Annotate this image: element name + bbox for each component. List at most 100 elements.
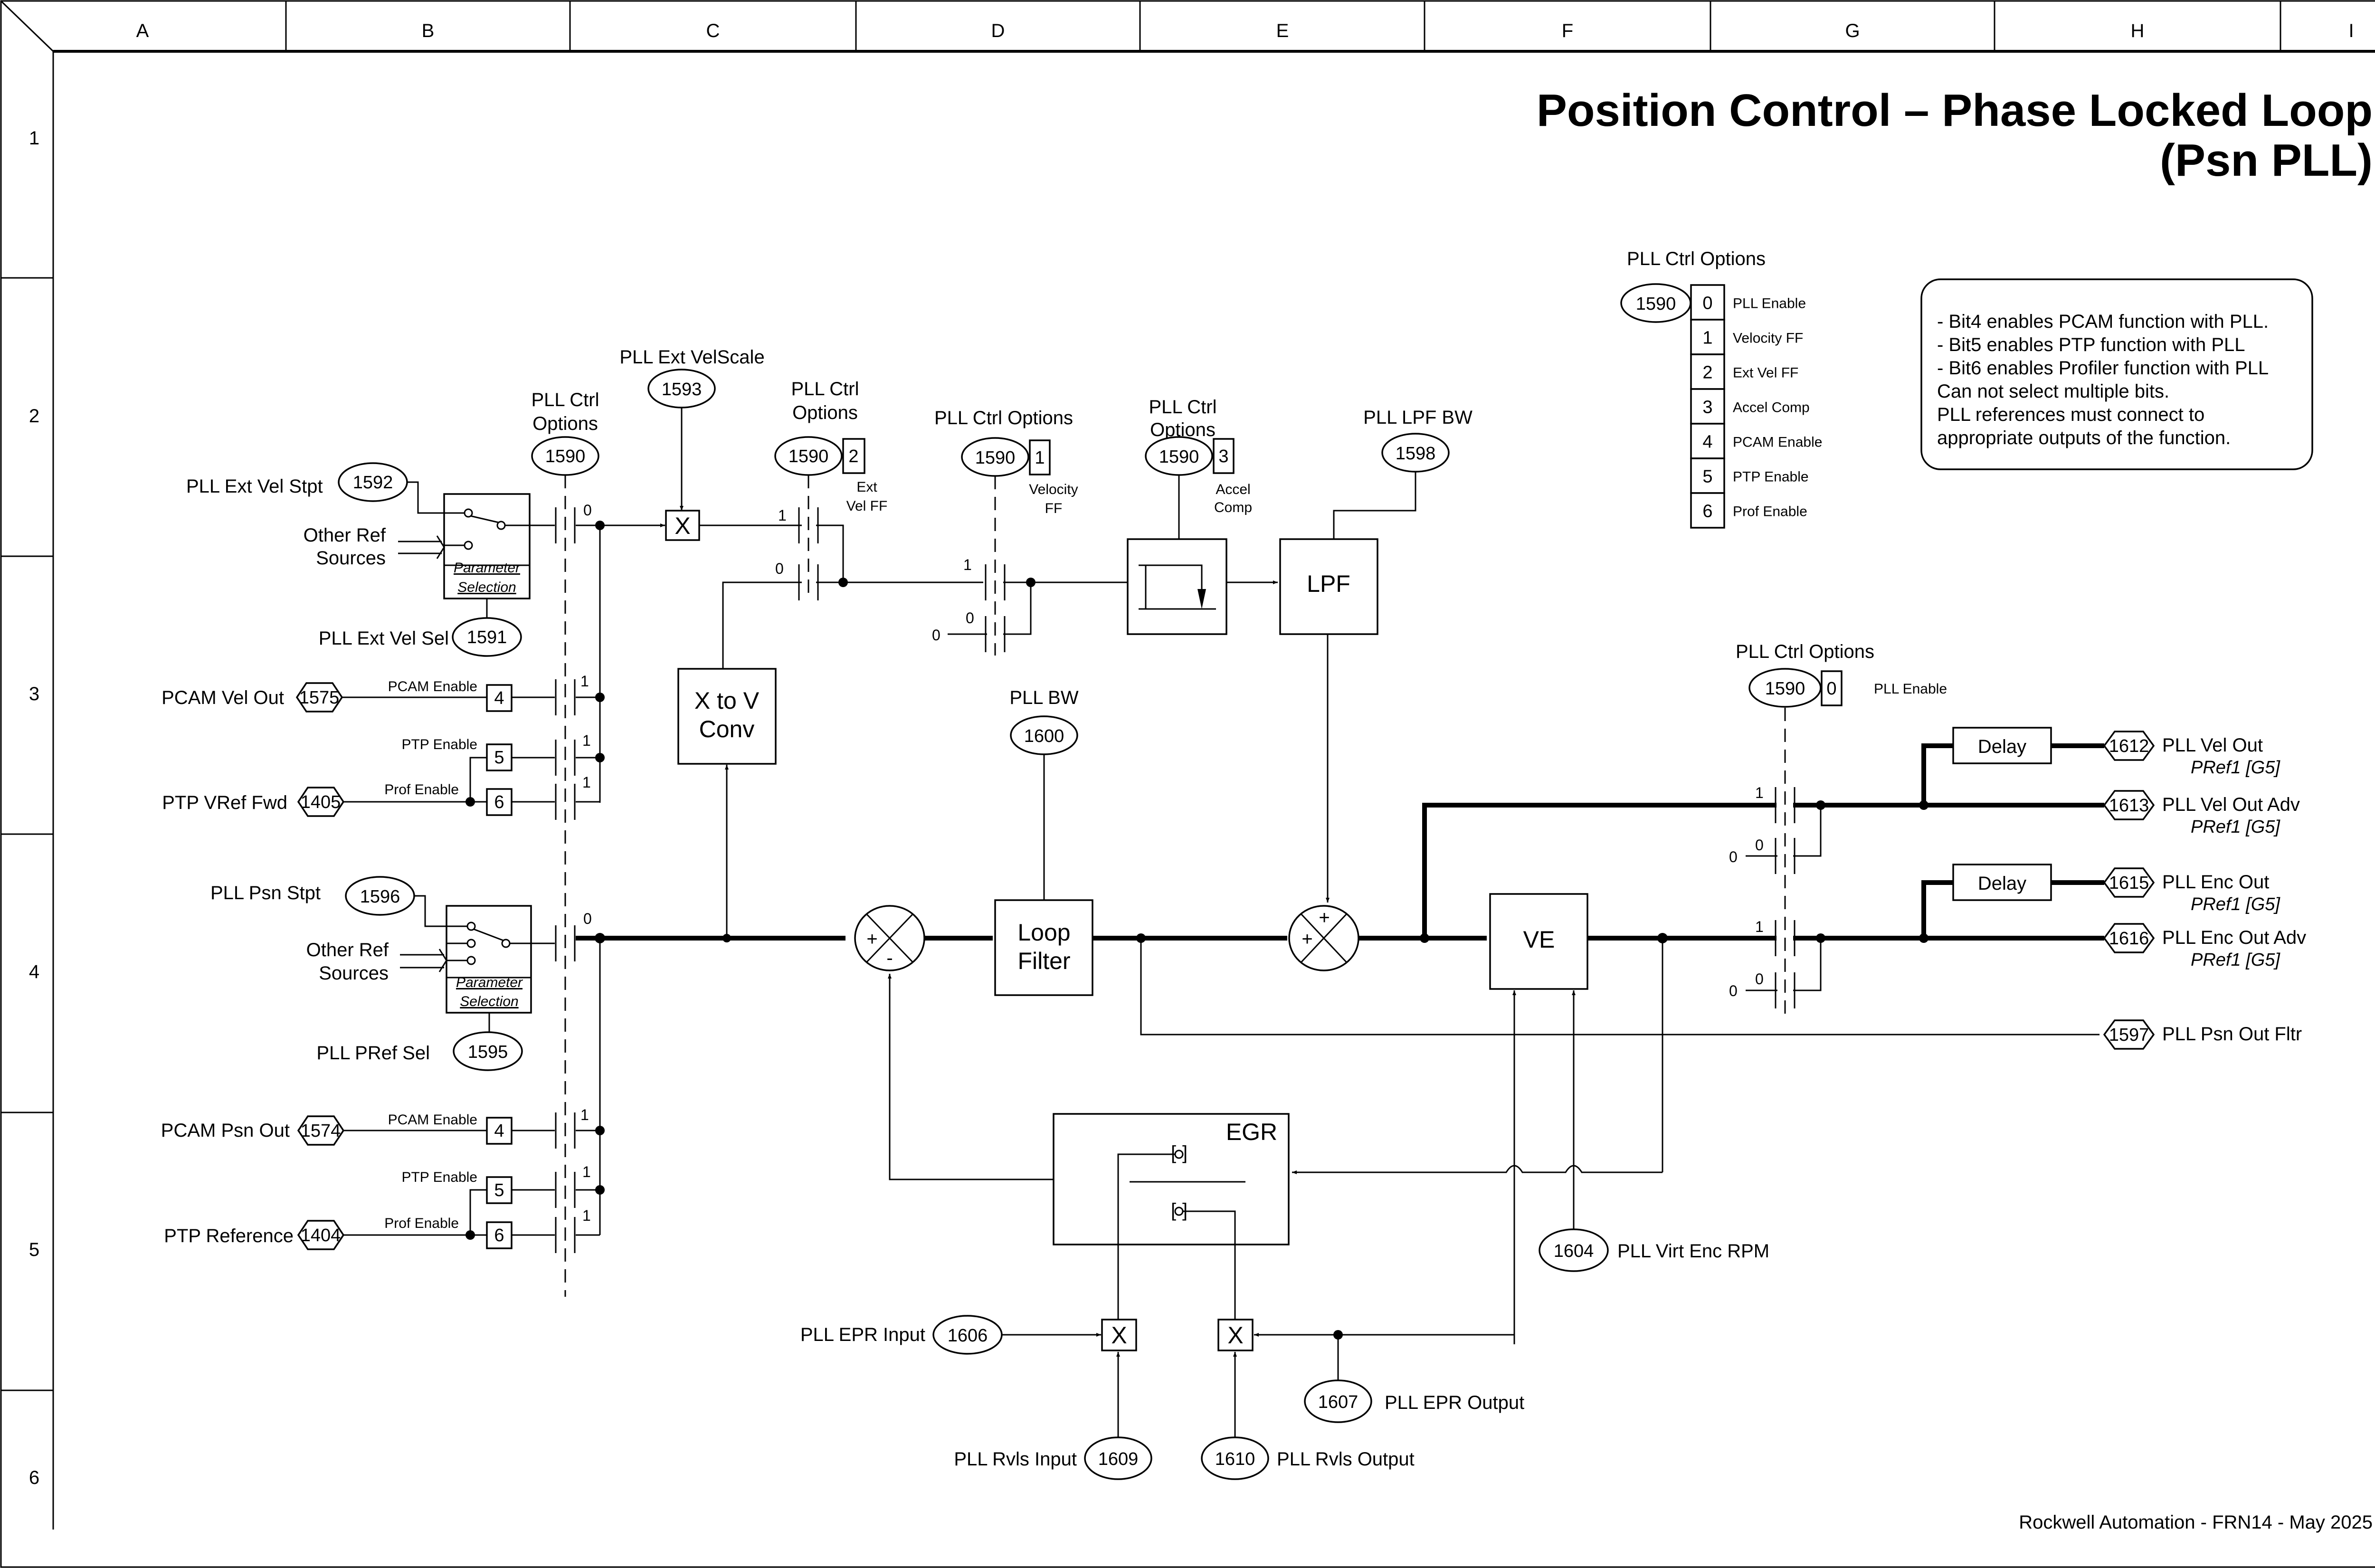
- svg-text:PLL Virt Enc RPM: PLL Virt Enc RPM: [1617, 1241, 1769, 1262]
- svg-text:Options: Options: [532, 413, 598, 434]
- svg-text:1: 1: [1755, 918, 1764, 935]
- output-param[interactable]: 1612: [2109, 736, 2149, 756]
- grid-col-label: H: [2131, 20, 2145, 41]
- param-1593[interactable]: 1593: [662, 380, 702, 399]
- ext-vel-sel: PLL Ext Vel Sel 1591: [319, 617, 522, 657]
- svg-text:1: 1: [1755, 784, 1764, 801]
- svg-text:Vel FF: Vel FF: [846, 498, 888, 514]
- svg-text:Prof Enable: Prof Enable: [384, 782, 459, 798]
- note-line: appropriate outputs of the function.: [1937, 428, 2231, 448]
- param-1592[interactable]: 1592: [353, 473, 393, 493]
- egr-numerator-glyph: [: [1171, 1142, 1176, 1163]
- svg-text:X: X: [1227, 1322, 1243, 1349]
- param-1600[interactable]: 1600: [1024, 726, 1064, 746]
- legend-bit-number: 3: [1702, 398, 1712, 418]
- svg-text:6: 6: [494, 792, 504, 812]
- svg-text:PLL Ctrl Options: PLL Ctrl Options: [934, 408, 1073, 428]
- grid-row-label: 6: [29, 1467, 39, 1488]
- svg-text:PTP Enable: PTP Enable: [401, 737, 477, 752]
- svg-text:1: 1: [778, 507, 787, 524]
- svg-text:0: 0: [1729, 982, 1738, 999]
- param-1574[interactable]: 1574: [301, 1121, 341, 1141]
- pcam-psn-out: PCAM Psn Out 1574 PCAM Enable 4 1: [161, 1106, 605, 1146]
- svg-text:Sources: Sources: [316, 548, 386, 569]
- svg-text:PLL Ext Vel Sel: PLL Ext Vel Sel: [319, 628, 449, 649]
- output-param[interactable]: 1597: [2109, 1025, 2149, 1045]
- svg-text:PLL Ctrl: PLL Ctrl: [531, 390, 599, 410]
- param-1596[interactable]: 1596: [360, 887, 400, 907]
- switch-contact: [555, 740, 576, 776]
- grid-row-label: 1: [29, 128, 39, 149]
- ext-vel-multiply: X: [665, 510, 700, 541]
- svg-text:PLL Ctrl: PLL Ctrl: [1149, 397, 1216, 418]
- svg-text:Filter: Filter: [1017, 948, 1070, 974]
- legend-bit-number: 6: [1702, 502, 1712, 522]
- multiply-epr-output: X: [1217, 1319, 1254, 1351]
- legend-bit-number: 1: [1702, 328, 1712, 348]
- param-1606[interactable]: 1606: [948, 1326, 988, 1346]
- svg-text:0: 0: [775, 560, 784, 577]
- grid-col-label: I: [2348, 20, 2354, 41]
- param-1598[interactable]: 1598: [1396, 444, 1436, 464]
- summing-junction-2: + +: [1288, 905, 1359, 971]
- svg-text:PCAM Vel Out: PCAM Vel Out: [162, 687, 284, 708]
- svg-text:PLL BW: PLL BW: [1009, 687, 1078, 708]
- param-1595[interactable]: 1595: [468, 1042, 508, 1062]
- param-1610[interactable]: 1610: [1215, 1449, 1255, 1469]
- svg-text:PTP Enable: PTP Enable: [401, 1169, 477, 1185]
- svg-text:+: +: [866, 929, 877, 950]
- grid-col-label: F: [1562, 20, 1573, 41]
- param-1591[interactable]: 1591: [467, 627, 507, 647]
- param-1405[interactable]: 1405: [301, 792, 341, 812]
- param-1590-a[interactable]: 1590: [545, 447, 586, 466]
- svg-text:LPF: LPF: [1307, 570, 1350, 597]
- svg-text:PLL Ctrl Options: PLL Ctrl Options: [1736, 641, 1874, 662]
- output-enable-switch: PLL Ctrl Options 1590 0 PLL Enable 1 0 0…: [1729, 641, 1947, 1017]
- switch-contact: [555, 784, 576, 820]
- svg-text:0: 0: [1755, 836, 1764, 854]
- pcam-vel-out: PCAM Vel Out 1575 PCAM Enable 4 1: [162, 673, 605, 713]
- legend-param: 1590: [1636, 294, 1676, 314]
- param-1590-b[interactable]: 1590: [788, 447, 829, 466]
- param-1404[interactable]: 1404: [301, 1226, 341, 1245]
- rvls-output: 1610 PLL Rvls Output: [1201, 1436, 1415, 1480]
- output-param[interactable]: 1613: [2109, 796, 2149, 816]
- output-sub: PRef1 [G5]: [2191, 894, 2280, 914]
- legend-title: PLL Ctrl Options: [1627, 248, 1766, 269]
- ext-vel-stpt: PLL Ext Vel Stpt 1592: [186, 462, 408, 502]
- svg-text:Accel: Accel: [1216, 482, 1250, 497]
- epr-output: 1607 PLL EPR Output: [1304, 1379, 1524, 1423]
- param-1604[interactable]: 1604: [1554, 1241, 1594, 1261]
- note-line: - Bit4 enables PCAM function with PLL.: [1937, 311, 2269, 332]
- param-1609[interactable]: 1609: [1098, 1449, 1139, 1469]
- svg-text:PCAM Enable: PCAM Enable: [388, 679, 477, 694]
- note-line: - Bit6 enables Profiler function with PL…: [1937, 358, 2269, 379]
- svg-text:Options: Options: [792, 402, 858, 423]
- param-1590-d[interactable]: 1590: [1159, 447, 1199, 467]
- svg-text:+: +: [1319, 907, 1330, 928]
- svg-text:Other Ref: Other Ref: [306, 940, 389, 960]
- output-param[interactable]: 1615: [2109, 873, 2149, 893]
- param-1607[interactable]: 1607: [1318, 1392, 1358, 1412]
- svg-text:PLL Rvls Output: PLL Rvls Output: [1277, 1449, 1415, 1470]
- param-1575[interactable]: 1575: [299, 688, 340, 708]
- svg-text:EGR: EGR: [1226, 1119, 1277, 1145]
- output-param[interactable]: 1616: [2109, 929, 2149, 949]
- grid-col-label: A: [136, 20, 149, 41]
- svg-text:1: 1: [582, 1207, 591, 1224]
- accel-comp: PLL Ctrl Options 1590 3 Accel Comp: [1127, 397, 1278, 635]
- param-1590-e[interactable]: 1590: [1765, 679, 1805, 699]
- output-sub: PRef1 [G5]: [2191, 758, 2280, 778]
- egr-numerator-glyph-r: ]: [1182, 1142, 1188, 1163]
- param-selection-position: Parameter Selection: [446, 905, 532, 1014]
- page-title-line2: (Psn PLL): [2160, 135, 2373, 186]
- ctrl-options-switch-velocity: PLL Ctrl Options 1590: [531, 390, 599, 1297]
- param-1590-c[interactable]: 1590: [975, 448, 1016, 468]
